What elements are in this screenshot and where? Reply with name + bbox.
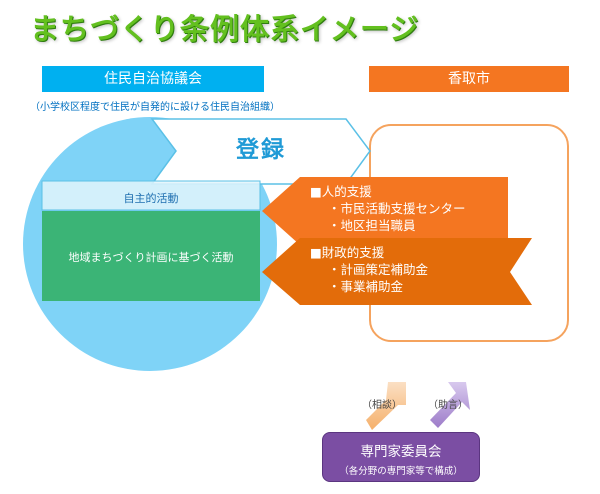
consult-label: （相談）	[362, 400, 402, 411]
financial-support-item: ・事業補助金	[328, 279, 404, 294]
page-title: まちづくり条例体系イメージ	[30, 12, 420, 46]
expert-committee-box: 専門家委員会 （各分野の専門家等で構成）	[322, 432, 480, 482]
council-header: 住民自治協議会	[42, 66, 264, 92]
self-activity-label: 自主的活動	[123, 192, 179, 205]
human-support-item: ・地区担当職員	[328, 218, 416, 233]
financial-support-block: ■財政的支援 ・計画策定補助金 ・事業補助金	[310, 244, 428, 295]
register-label: 登録	[236, 137, 286, 163]
financial-support-item: ・計画策定補助金	[328, 262, 429, 277]
advice-arrow	[430, 382, 470, 428]
committee-name: 専門家委員会	[360, 444, 442, 460]
self-activity-band	[41, 180, 261, 211]
human-support-item: ・市民活動支援センター	[328, 201, 466, 216]
human-support-arrow	[262, 177, 508, 245]
plan-activity-box	[42, 211, 260, 301]
council-note: （小学校区程度で住民が自発的に設ける住民自治組織）	[30, 102, 280, 113]
committee-note: （各分野の専門家等で構成）	[339, 466, 463, 477]
financial-support-arrow	[262, 238, 532, 305]
advice-label: （助言）	[428, 400, 468, 411]
human-support-block: ■人的支援 ・市民活動支援センター ・地区担当職員	[310, 183, 466, 234]
human-support-heading: ■人的支援	[310, 184, 372, 199]
plan-activity-label: 地域まちづくり計画に基づく活動	[68, 251, 234, 264]
financial-support-heading: ■財政的支援	[310, 245, 385, 260]
city-header: 香取市	[369, 66, 569, 92]
consult-arrow	[366, 382, 406, 430]
